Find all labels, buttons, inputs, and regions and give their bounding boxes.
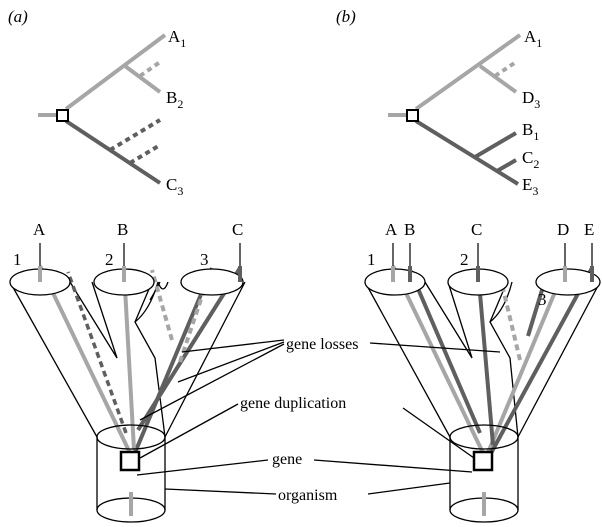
tree-a-leaf-label: A1 [168,27,186,50]
panel-a-species-tree: A B C 1 2 3 [9,220,246,523]
tube-tops-a [9,268,244,296]
gene-duplication-node-a [119,450,141,472]
organism-cylinder-a [96,437,166,523]
tip-label: E [584,220,594,239]
tree-a-leaf-label: B2 [166,88,183,111]
gene-duplication-node-b [472,450,494,472]
panel-b-gene-tree: A1 D3 B1 C2 E3 [388,27,542,198]
panel-b-species-tree: A B C D E 1 2 3 [364,220,601,523]
tree-b-leaf-label: B1 [522,120,539,143]
gene-lineage-a-a [38,265,133,456]
gene-losses-label: gene losses [286,336,358,353]
tree-a-branch-c [64,119,162,185]
gene-lineage-b-b [408,269,482,434]
gene-lineage-b-d [485,267,567,456]
organism-cylinder-top-a [96,424,166,450]
gene-lineage-a-c2 [136,266,242,432]
gene-lineage-b-c [476,269,495,446]
gene-lineage-b-a [391,265,486,456]
tree-b-branch-d [478,64,518,94]
species-tube-outline-b [364,281,601,438]
tip-label: B [117,220,128,239]
panel-a-label: (a) [8,7,28,26]
tip-label: A [33,220,46,239]
tree-b-branch-a [414,33,522,111]
tip-label: A [385,220,398,239]
tree-a-branch-b [123,64,162,94]
tree-a-lost-branch-2 [128,143,162,165]
tip-label: C [232,220,243,239]
organism-cylinder-top-b [449,424,519,450]
tip-label: C [471,220,482,239]
tree-b-leaf-label: C2 [522,148,539,171]
tree-a-branch-a [64,33,167,111]
tree-b-leaf-label: E3 [522,175,538,198]
gene-lineage-a-lost-1 [66,271,128,434]
panel-b-label: (b) [336,7,356,26]
organism-label: organism [278,487,338,504]
tree-a-lost-branch [138,60,162,78]
tree-b-branch-b [473,131,518,159]
branch-number: 1 [13,250,22,269]
branch-number: 1 [367,250,376,269]
gene-label: gene [272,451,302,468]
tree-b-lost-branch [493,60,518,78]
gene-lineage-a-lost-2 [150,269,174,341]
tip-label: D [557,220,569,239]
gene-lineage-a-b [122,269,136,451]
gene-lineage-a-lost-3 [178,271,212,363]
tree-a-root-node [56,109,69,122]
branch-number: 3 [200,250,209,269]
tree-a-lost-branch-1 [108,118,162,152]
tree-b-leaf-label: D3 [522,88,540,111]
tree-b-root-node [406,109,419,122]
callout-lines [136,339,501,495]
gene-duplication-label: gene duplication [240,395,346,412]
tree-b-leaf-label: A1 [524,27,542,50]
species-tube-outline-a [9,281,246,438]
gene-lineage-b-lost [498,275,522,361]
tip-label: B [404,220,415,239]
panel-a-gene-tree: A1 B2 C3 [38,27,186,198]
gene-lineage-b-branch [526,289,544,337]
gene-lineage-b-e [488,267,594,456]
branch-number: 3 [538,290,547,309]
tree-b-branch-e [414,119,520,186]
tree-b-branch-c [495,158,518,173]
tree-a-leaf-label: C3 [166,175,183,198]
branch-number: 2 [105,250,114,269]
branch-number: 2 [460,250,469,269]
